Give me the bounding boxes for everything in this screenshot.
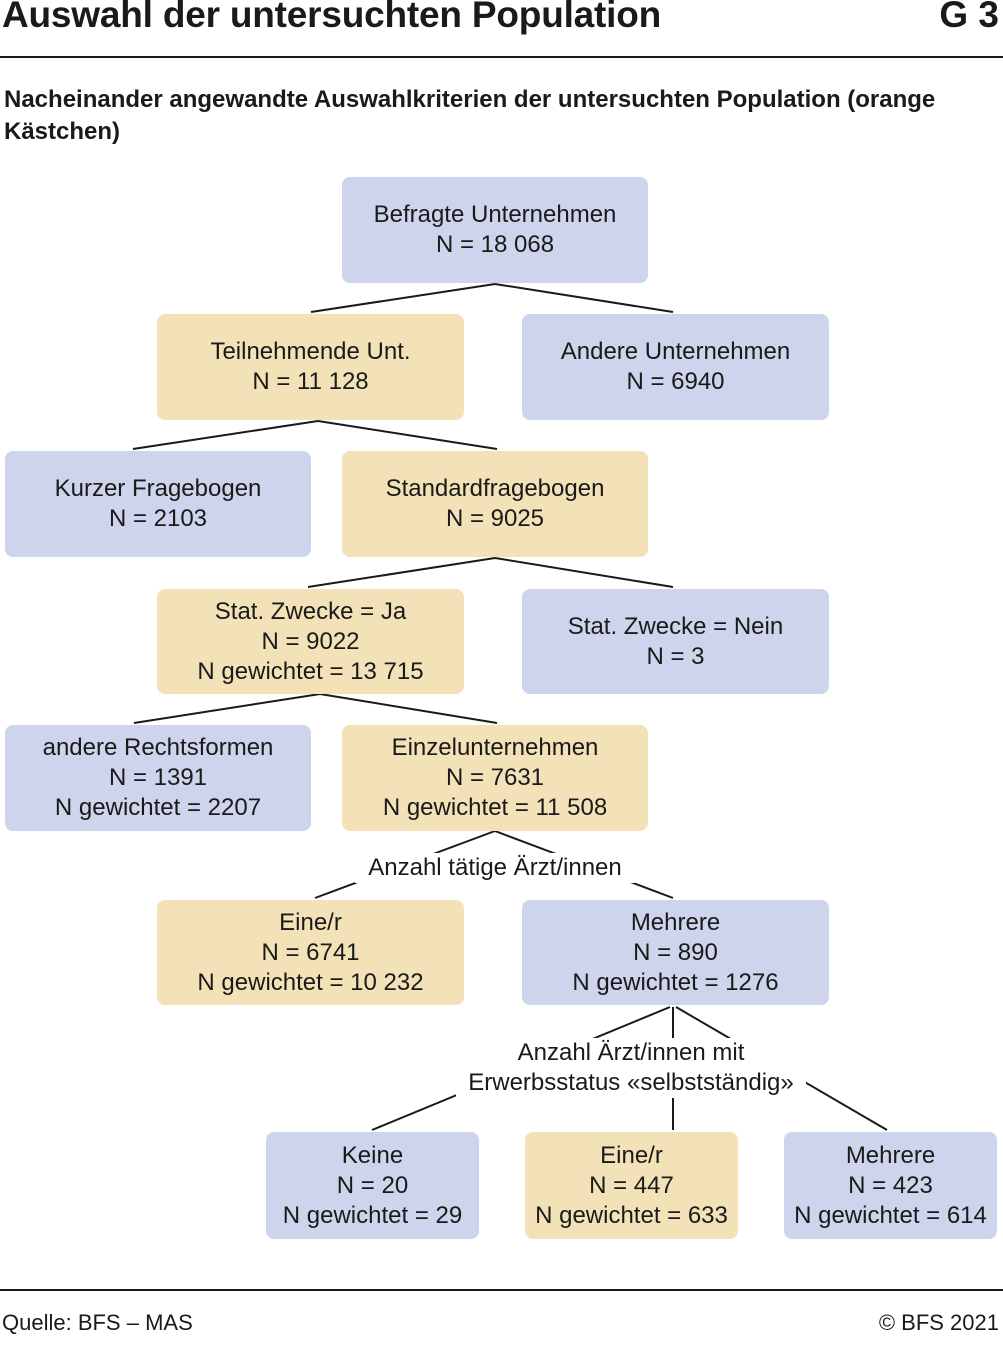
edge-befragte-teilnehmende: [310, 283, 496, 313]
edge-zwecke-ja-rechtsformen: [133, 693, 321, 724]
edge-zwecke-ja-einzel: [319, 693, 498, 724]
chart-subtitle: Nacheinander angewandte Auswahlkriterien…: [4, 86, 936, 145]
figure-number: G 3: [939, 0, 999, 35]
node-teilnehmende-unternehmen: Teilnehmende Unt.N = 11 128: [157, 314, 464, 420]
header-rule: [0, 56, 1003, 58]
source-note: Quelle: BFS – MAS: [2, 1310, 193, 1335]
chart-title: Auswahl der untersuchten Population: [2, 0, 662, 35]
edge-standard-zwecke-ja: [307, 557, 496, 588]
split-label-selbststaendig: Anzahl Ärzt/innen mit Erwerbsstatus «sel…: [456, 1038, 806, 1098]
split-label-line-2: Erwerbsstatus «selbstständig»: [468, 1069, 794, 1096]
edge-standard-zwecke-nein: [494, 557, 674, 588]
edge-befragte-andere-unt: [494, 283, 674, 313]
split-label-aerzte: Anzahl tätige Ärzt/innen: [355, 853, 635, 883]
edge-teilnehmende-kurzer: [132, 420, 319, 450]
edge-teilnehmende-standard: [317, 420, 498, 450]
split-label-line-1: Anzahl Ärzt/innen mit: [517, 1039, 745, 1066]
footer-rule: [0, 1289, 1003, 1291]
copyright-note: © BFS 2021: [878, 1310, 999, 1335]
